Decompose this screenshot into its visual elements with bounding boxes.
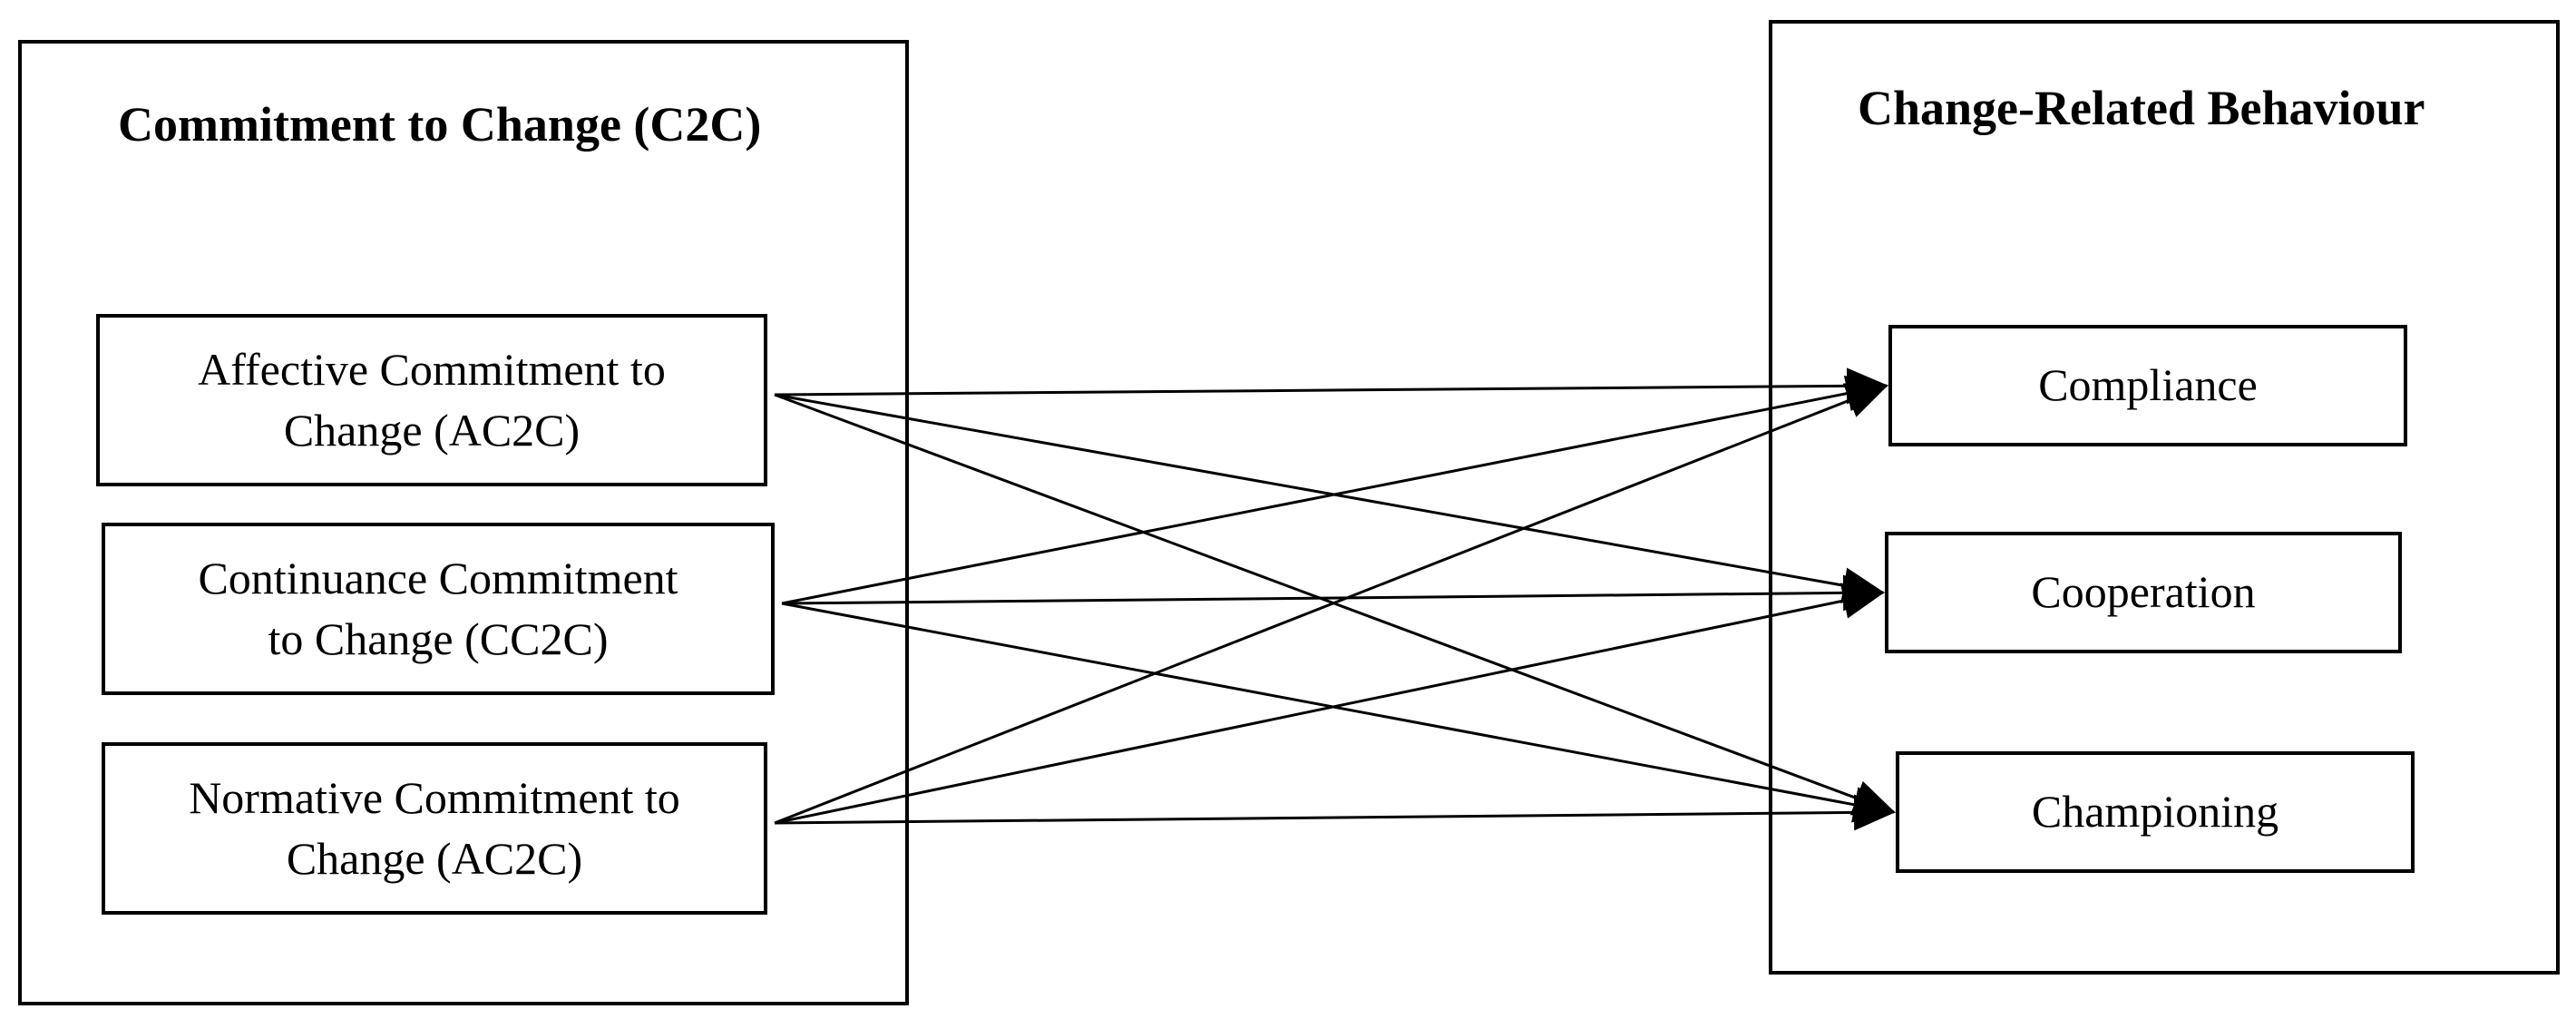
node-cc2c-line1: Continuance Commitment	[198, 552, 678, 603]
node-affective-commitment: Affective Commitment to Change (AC2C)	[96, 314, 767, 486]
node-cooperation-label: Cooperation	[2031, 566, 2256, 618]
edge-cc2c-to-cooperation	[781, 574, 1885, 612]
edge-cc2c-to-compliance	[781, 375, 1888, 605]
node-continuance-commitment: Continuance Commitment to Change (CC2C)	[102, 523, 775, 695]
node-compliance: Compliance	[1888, 325, 2407, 446]
node-championing-label: Championing	[2031, 786, 2279, 838]
node-nc2c-line1: Normative Commitment to	[189, 771, 680, 823]
change-related-behaviour-title: Change-Related Behaviour	[1858, 81, 2425, 135]
edge-ac2c-to-compliance	[774, 367, 1888, 405]
commitment-to-change-title: Commitment to Change (C2C)	[118, 97, 762, 152]
node-cc2c-line2: to Change (CC2C)	[268, 613, 609, 664]
edge-ac2c-to-championing	[774, 393, 1896, 816]
node-compliance-label: Compliance	[2038, 359, 2258, 411]
node-championing: Championing	[1896, 751, 2415, 873]
node-normative-commitment: Normative Commitment to Change (AC2C)	[102, 742, 767, 915]
edge-nc2c-to-cooperation	[774, 583, 1885, 825]
node-ac2c-line2: Change (AC2C)	[283, 405, 581, 456]
edge-ac2c-to-cooperation	[774, 393, 1885, 603]
node-cooperation: Cooperation	[1885, 532, 2402, 653]
edge-nc2c-to-compliance	[774, 383, 1888, 825]
edge-cc2c-to-championing	[781, 602, 1896, 823]
node-nc2c-line2: Change (AC2C)	[286, 833, 583, 884]
edge-nc2c-to-championing	[774, 794, 1896, 831]
node-ac2c-line1: Affective Commitment to	[198, 343, 666, 395]
